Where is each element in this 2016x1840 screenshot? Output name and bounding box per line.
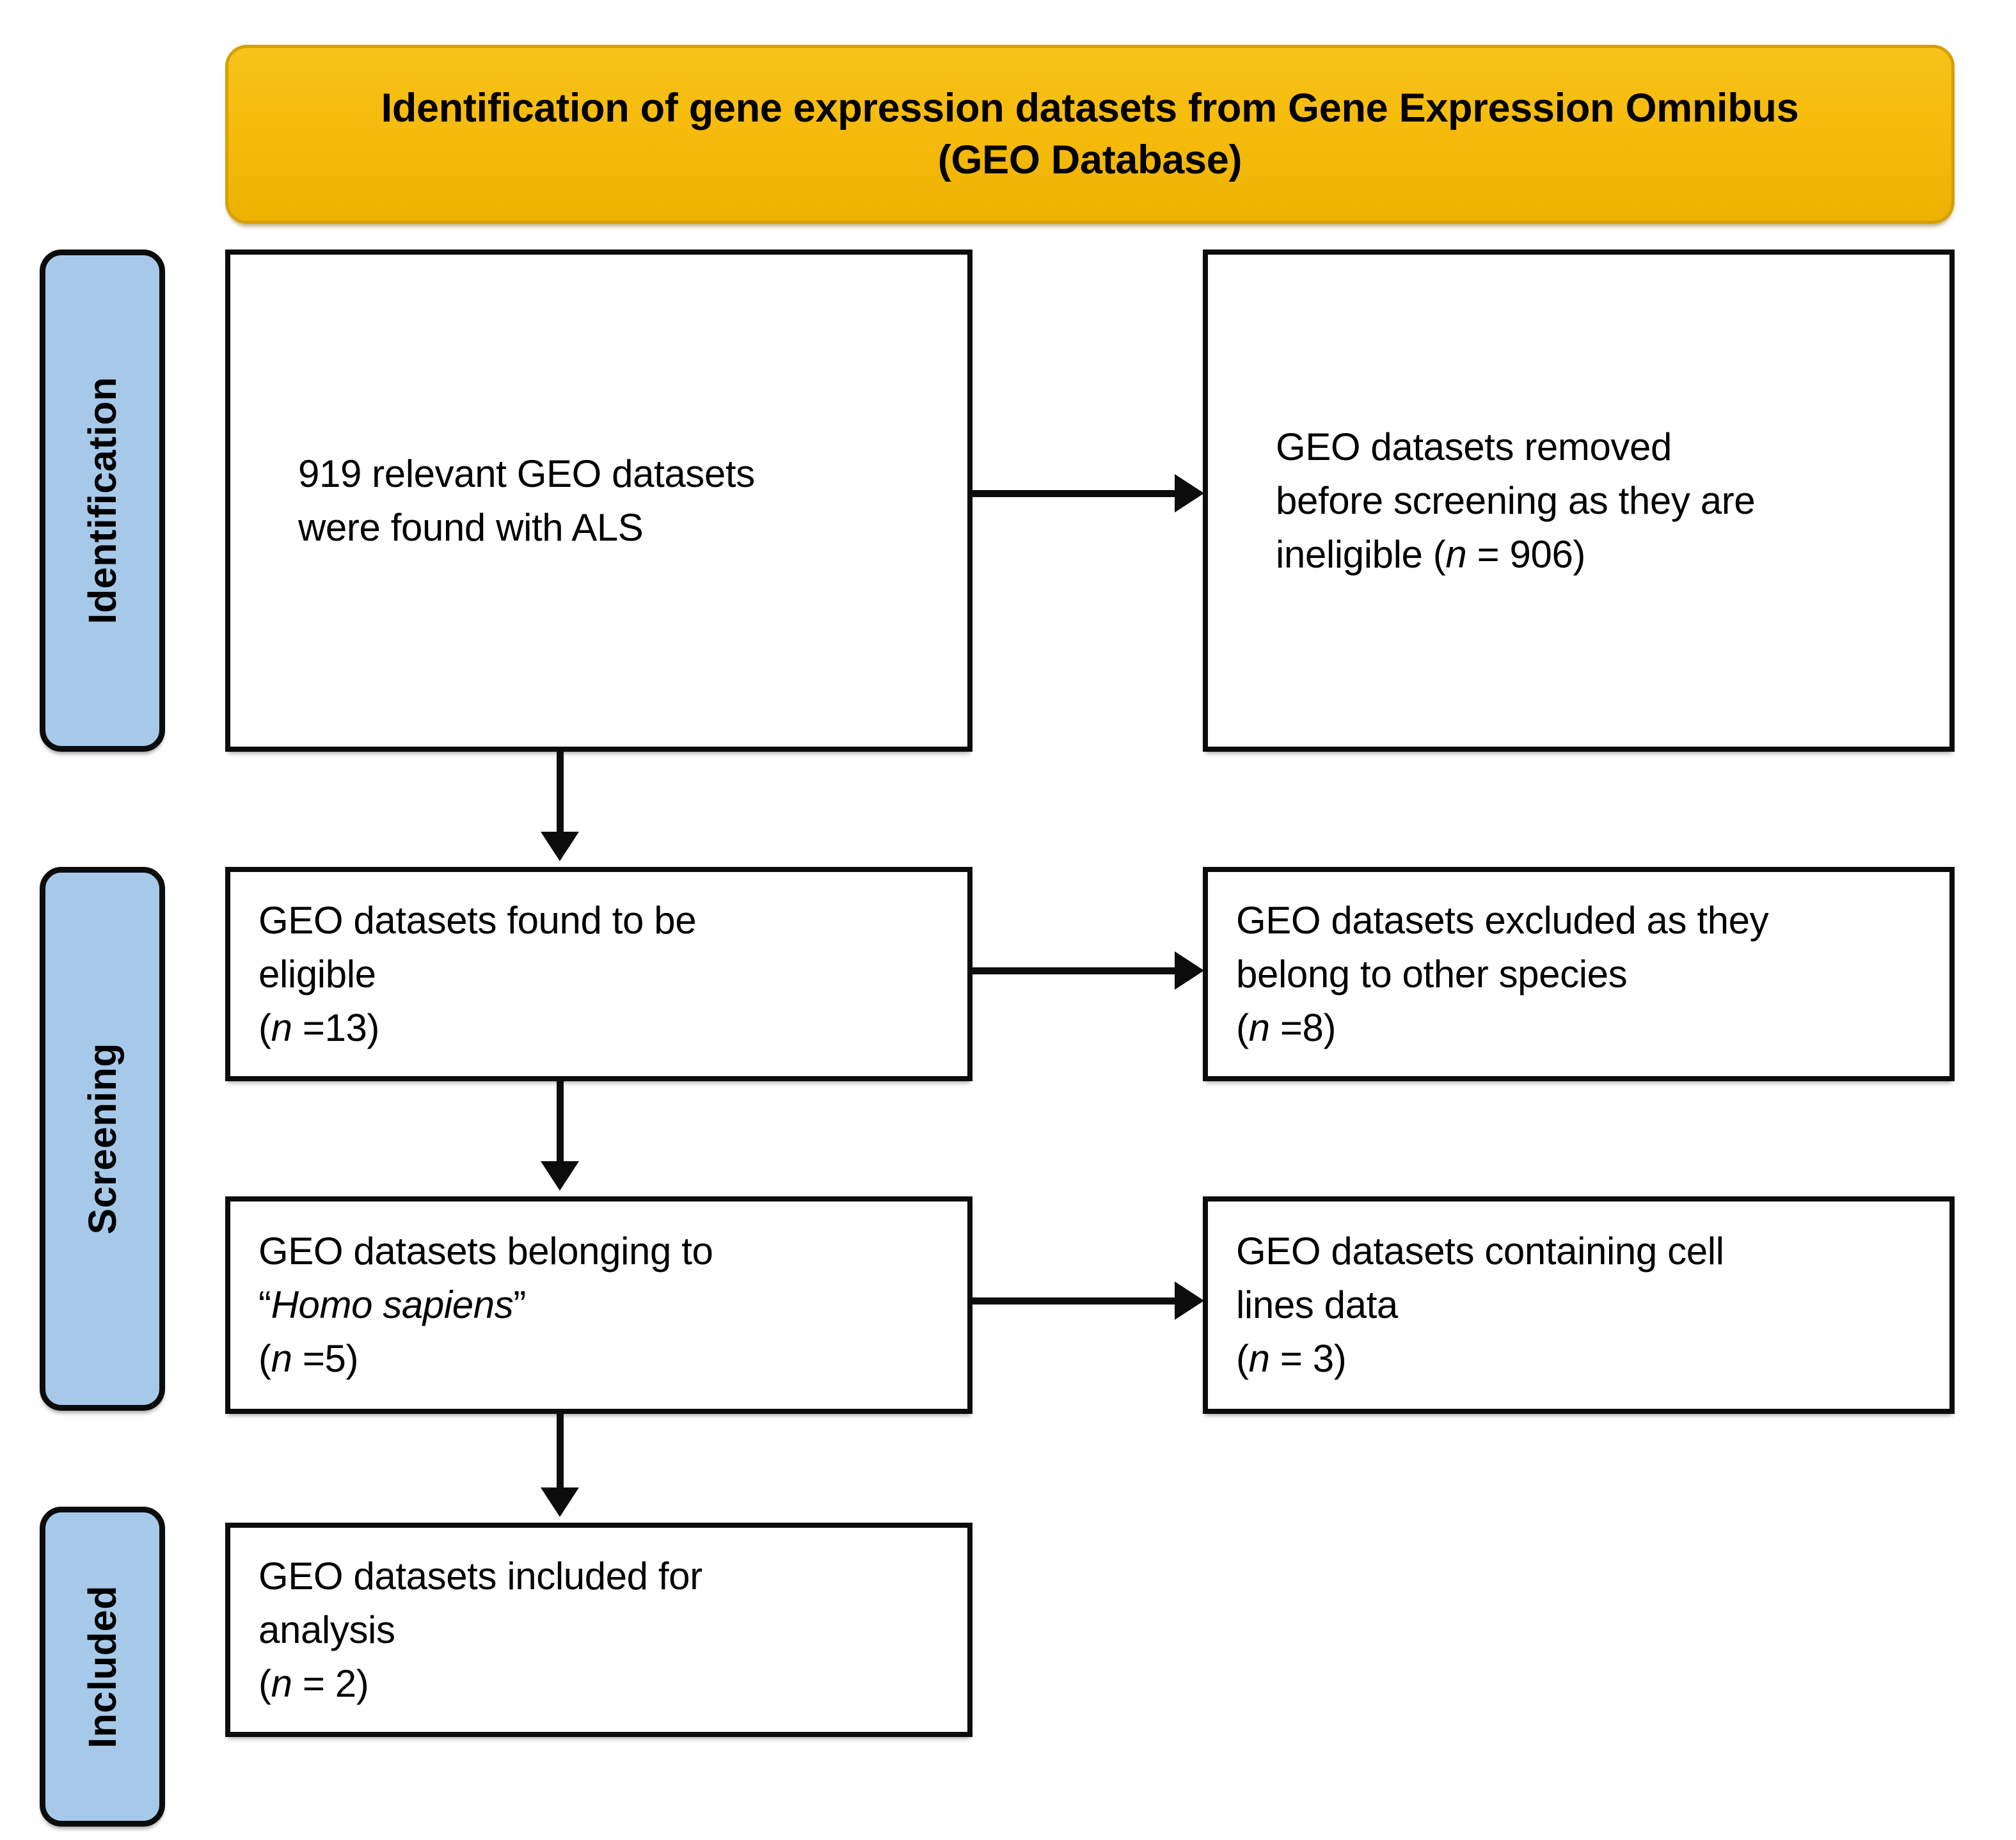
other-species-line-2: belong to other species <box>1236 952 1628 995</box>
datasets-found-line-2: were found with ALS <box>298 505 644 549</box>
stage-label-included: Included <box>40 1507 165 1827</box>
other-species-line-3-prefix: ( <box>1236 1006 1249 1049</box>
header-title-line-1: Identification of gene expression datase… <box>381 86 1799 131</box>
cell-lines-line-1: GEO datasets containing cell <box>1236 1230 1724 1273</box>
connector-eligible-to-homo-sapiens <box>557 1081 564 1171</box>
homo-sapiens-species-name: Homo sapiens <box>271 1283 514 1326</box>
flow-box-datasets-included: GEO datasets included for analysis (n = … <box>225 1523 972 1737</box>
homo-sapiens-line-1: GEO datasets belonging to <box>258 1230 713 1273</box>
diagram-header-banner: Identification of gene expression datase… <box>225 45 1955 224</box>
included-line-3-prefix: ( <box>258 1662 271 1705</box>
arrow-right-icon-eligible-to-other-species <box>1175 951 1204 990</box>
flow-box-datasets-other-species: GEO datasets excluded as they belong to … <box>1203 867 1955 1081</box>
homo-sapiens-line-3-prefix: ( <box>258 1337 271 1380</box>
connector-eligible-to-other-species <box>972 967 1177 974</box>
stage-label-screening: Screening <box>40 867 165 1411</box>
other-species-line-3-suffix: =8) <box>1269 1006 1337 1049</box>
arrow-down-icon-eligible-to-homo-sapiens <box>541 1161 579 1191</box>
flow-box-datasets-removed: GEO datasets removed before screening as… <box>1203 250 1955 752</box>
flow-box-datasets-homo-sapiens-text: GEO datasets belonging to “Homo sapiens”… <box>258 1225 939 1386</box>
flow-box-datasets-found-text: 919 relevant GEO datasets were found wit… <box>258 447 755 555</box>
cell-lines-n-symbol: n <box>1248 1337 1270 1380</box>
included-n-symbol: n <box>271 1662 292 1705</box>
datasets-removed-line-3-prefix: ineligible ( <box>1276 532 1446 576</box>
stage-label-included-text: Included <box>80 1585 124 1749</box>
datasets-removed-line-1: GEO datasets removed <box>1276 425 1672 468</box>
cell-lines-line-3-suffix: = 3) <box>1269 1337 1347 1380</box>
flow-box-datasets-removed-text: GEO datasets removed before screening as… <box>1236 420 1756 582</box>
arrow-right-icon-found-to-removed <box>1175 474 1204 512</box>
datasets-removed-n-symbol: n <box>1445 532 1467 576</box>
flow-box-datasets-cell-lines: GEO datasets containing cell lines data … <box>1203 1196 1955 1414</box>
stage-label-screening-text: Screening <box>80 1043 124 1235</box>
connector-found-to-eligible <box>557 752 564 841</box>
other-species-line-1: GEO datasets excluded as they <box>1236 898 1769 942</box>
connector-found-to-removed <box>972 490 1177 497</box>
homo-sapiens-open-quote: “ <box>258 1283 271 1326</box>
datasets-eligible-line-3-suffix: =13) <box>292 1006 380 1049</box>
arrow-down-icon-found-to-eligible <box>541 832 579 861</box>
datasets-eligible-line-1: GEO datasets found to be <box>258 898 697 942</box>
datasets-eligible-n-symbol: n <box>271 1006 292 1049</box>
header-title-line-2: (GEO Database) <box>937 138 1242 182</box>
cell-lines-line-3-prefix: ( <box>1236 1337 1249 1380</box>
homo-sapiens-n-symbol: n <box>271 1337 292 1380</box>
flow-box-datasets-cell-lines-text: GEO datasets containing cell lines data … <box>1236 1225 1921 1386</box>
stage-label-identification-text: Identification <box>80 377 124 624</box>
homo-sapiens-close-quote: ” <box>513 1283 526 1326</box>
arrow-right-icon-homo-sapiens-to-cell-lines <box>1175 1281 1204 1320</box>
arrow-down-icon-homo-sapiens-to-included <box>541 1487 579 1517</box>
datasets-eligible-line-3-prefix: ( <box>258 1006 271 1049</box>
flow-box-datasets-eligible: GEO datasets found to be eligible (n =13… <box>225 867 972 1081</box>
other-species-n-symbol: n <box>1248 1006 1270 1049</box>
stage-label-identification: Identification <box>40 250 165 752</box>
flow-box-datasets-included-text: GEO datasets included for analysis (n = … <box>258 1550 939 1711</box>
included-line-1: GEO datasets included for <box>258 1554 702 1598</box>
cell-lines-line-2: lines data <box>1236 1283 1398 1326</box>
included-line-2: analysis <box>258 1608 395 1651</box>
included-line-3-suffix: = 2) <box>292 1662 369 1705</box>
connector-homo-sapiens-to-included <box>557 1414 564 1503</box>
flow-box-datasets-eligible-text: GEO datasets found to be eligible (n =13… <box>258 894 939 1055</box>
flow-box-datasets-found: 919 relevant GEO datasets were found wit… <box>225 250 972 752</box>
flow-box-datasets-other-species-text: GEO datasets excluded as they belong to … <box>1236 894 1921 1055</box>
diagram-header-title: Identification of gene expression datase… <box>337 83 1844 186</box>
datasets-removed-line-3-suffix: = 906) <box>1466 532 1586 576</box>
datasets-found-line-1: 919 relevant GEO datasets <box>298 452 755 495</box>
flow-box-datasets-homo-sapiens: GEO datasets belonging to “Homo sapiens”… <box>225 1196 972 1414</box>
connector-homo-sapiens-to-cell-lines <box>972 1297 1177 1305</box>
datasets-eligible-line-2: eligible <box>258 952 376 995</box>
homo-sapiens-line-3-suffix: =5) <box>292 1337 359 1380</box>
datasets-removed-line-2: before screening as they are <box>1276 479 1756 522</box>
